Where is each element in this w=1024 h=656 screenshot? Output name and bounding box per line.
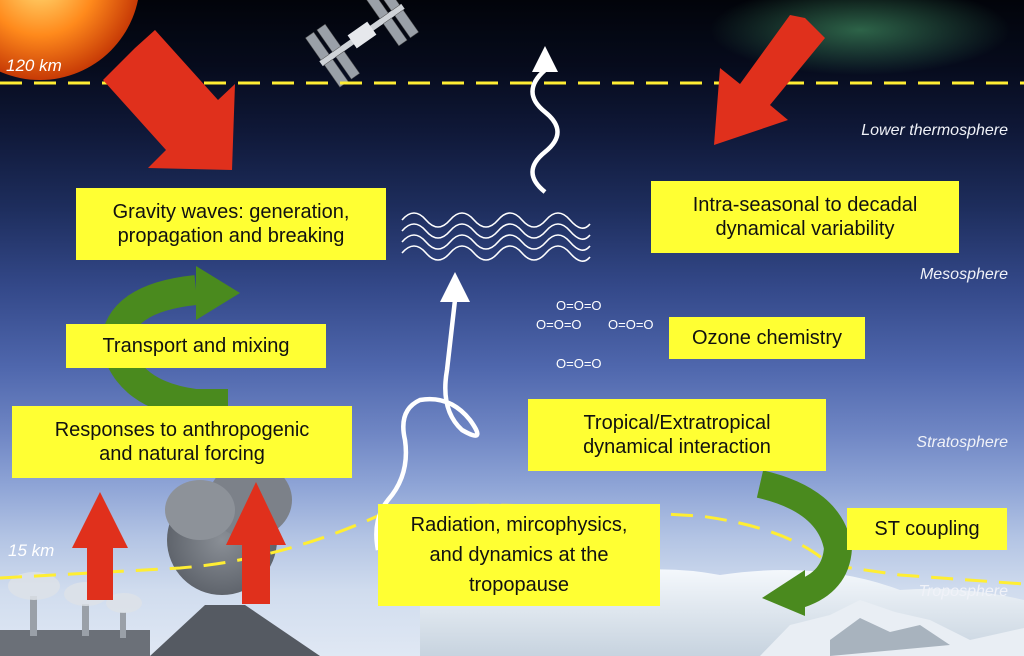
solar-input-arrow bbox=[103, 30, 235, 170]
layer-label-mesosphere: Mesosphere bbox=[919, 266, 1008, 283]
box-line: Gravity waves: generation, bbox=[112, 201, 350, 223]
ozone-molecule: O=O=O bbox=[556, 356, 602, 371]
box-line: Tropical/Extratropical bbox=[583, 412, 771, 434]
gravity-waves-box: Gravity waves: generation,propagation an… bbox=[76, 188, 386, 260]
space-station-image bbox=[305, 0, 419, 88]
layer-label-thermosphere: Lower thermosphere bbox=[861, 122, 1008, 139]
tropopause-box: Radiation, mircophysics, and dynamics at … bbox=[378, 504, 660, 606]
box-line: and dynamics at the bbox=[429, 544, 609, 566]
gravity-wave-pattern bbox=[401, 212, 591, 262]
factory-image bbox=[0, 572, 150, 656]
box-line: Responses to anthropogenic bbox=[54, 419, 310, 441]
box-line: propagation and breaking bbox=[117, 225, 345, 247]
transport-mixing-box: Transport and mixing bbox=[66, 324, 326, 368]
box-line: dynamical variability bbox=[715, 218, 895, 240]
box-line: Radiation, mircophysics, bbox=[410, 514, 628, 536]
box-line: Transport and mixing bbox=[102, 335, 290, 357]
emission-arrow-right bbox=[226, 482, 286, 604]
st-coupling-arrow bbox=[756, 470, 853, 616]
sun-image bbox=[0, 0, 138, 80]
box-line: Intra-seasonal to decadal bbox=[692, 194, 918, 216]
altitude-label-120km: 120 km bbox=[6, 56, 62, 75]
emission-arrow-left bbox=[72, 492, 128, 600]
altitude-label-15km: 15 km bbox=[8, 541, 55, 560]
wave-arrow-top bbox=[530, 46, 560, 194]
ozone-molecule: O=O=O bbox=[536, 317, 582, 332]
box-line: dynamical interaction bbox=[583, 436, 771, 458]
tropopause-line bbox=[0, 503, 1024, 586]
aurora-input-arrow bbox=[714, 15, 825, 145]
wave-arrow-main bbox=[374, 272, 480, 551]
ozone-molecule: O=O=O bbox=[556, 298, 602, 313]
box-line: tropopause bbox=[468, 574, 570, 596]
st-coupling-box: ST coupling bbox=[847, 508, 1007, 550]
box-line: ST coupling bbox=[874, 518, 980, 540]
box-line: Ozone chemistry bbox=[691, 327, 843, 349]
box-line: and natural forcing bbox=[99, 443, 265, 465]
layer-label-stratosphere: Stratosphere bbox=[916, 434, 1008, 451]
ozone-molecule: O=O=O bbox=[608, 317, 654, 332]
volcano-image bbox=[150, 462, 320, 656]
layer-label-troposphere: Troposphere bbox=[918, 583, 1008, 600]
ozone-chemistry-box: Ozone chemistry bbox=[669, 317, 865, 359]
